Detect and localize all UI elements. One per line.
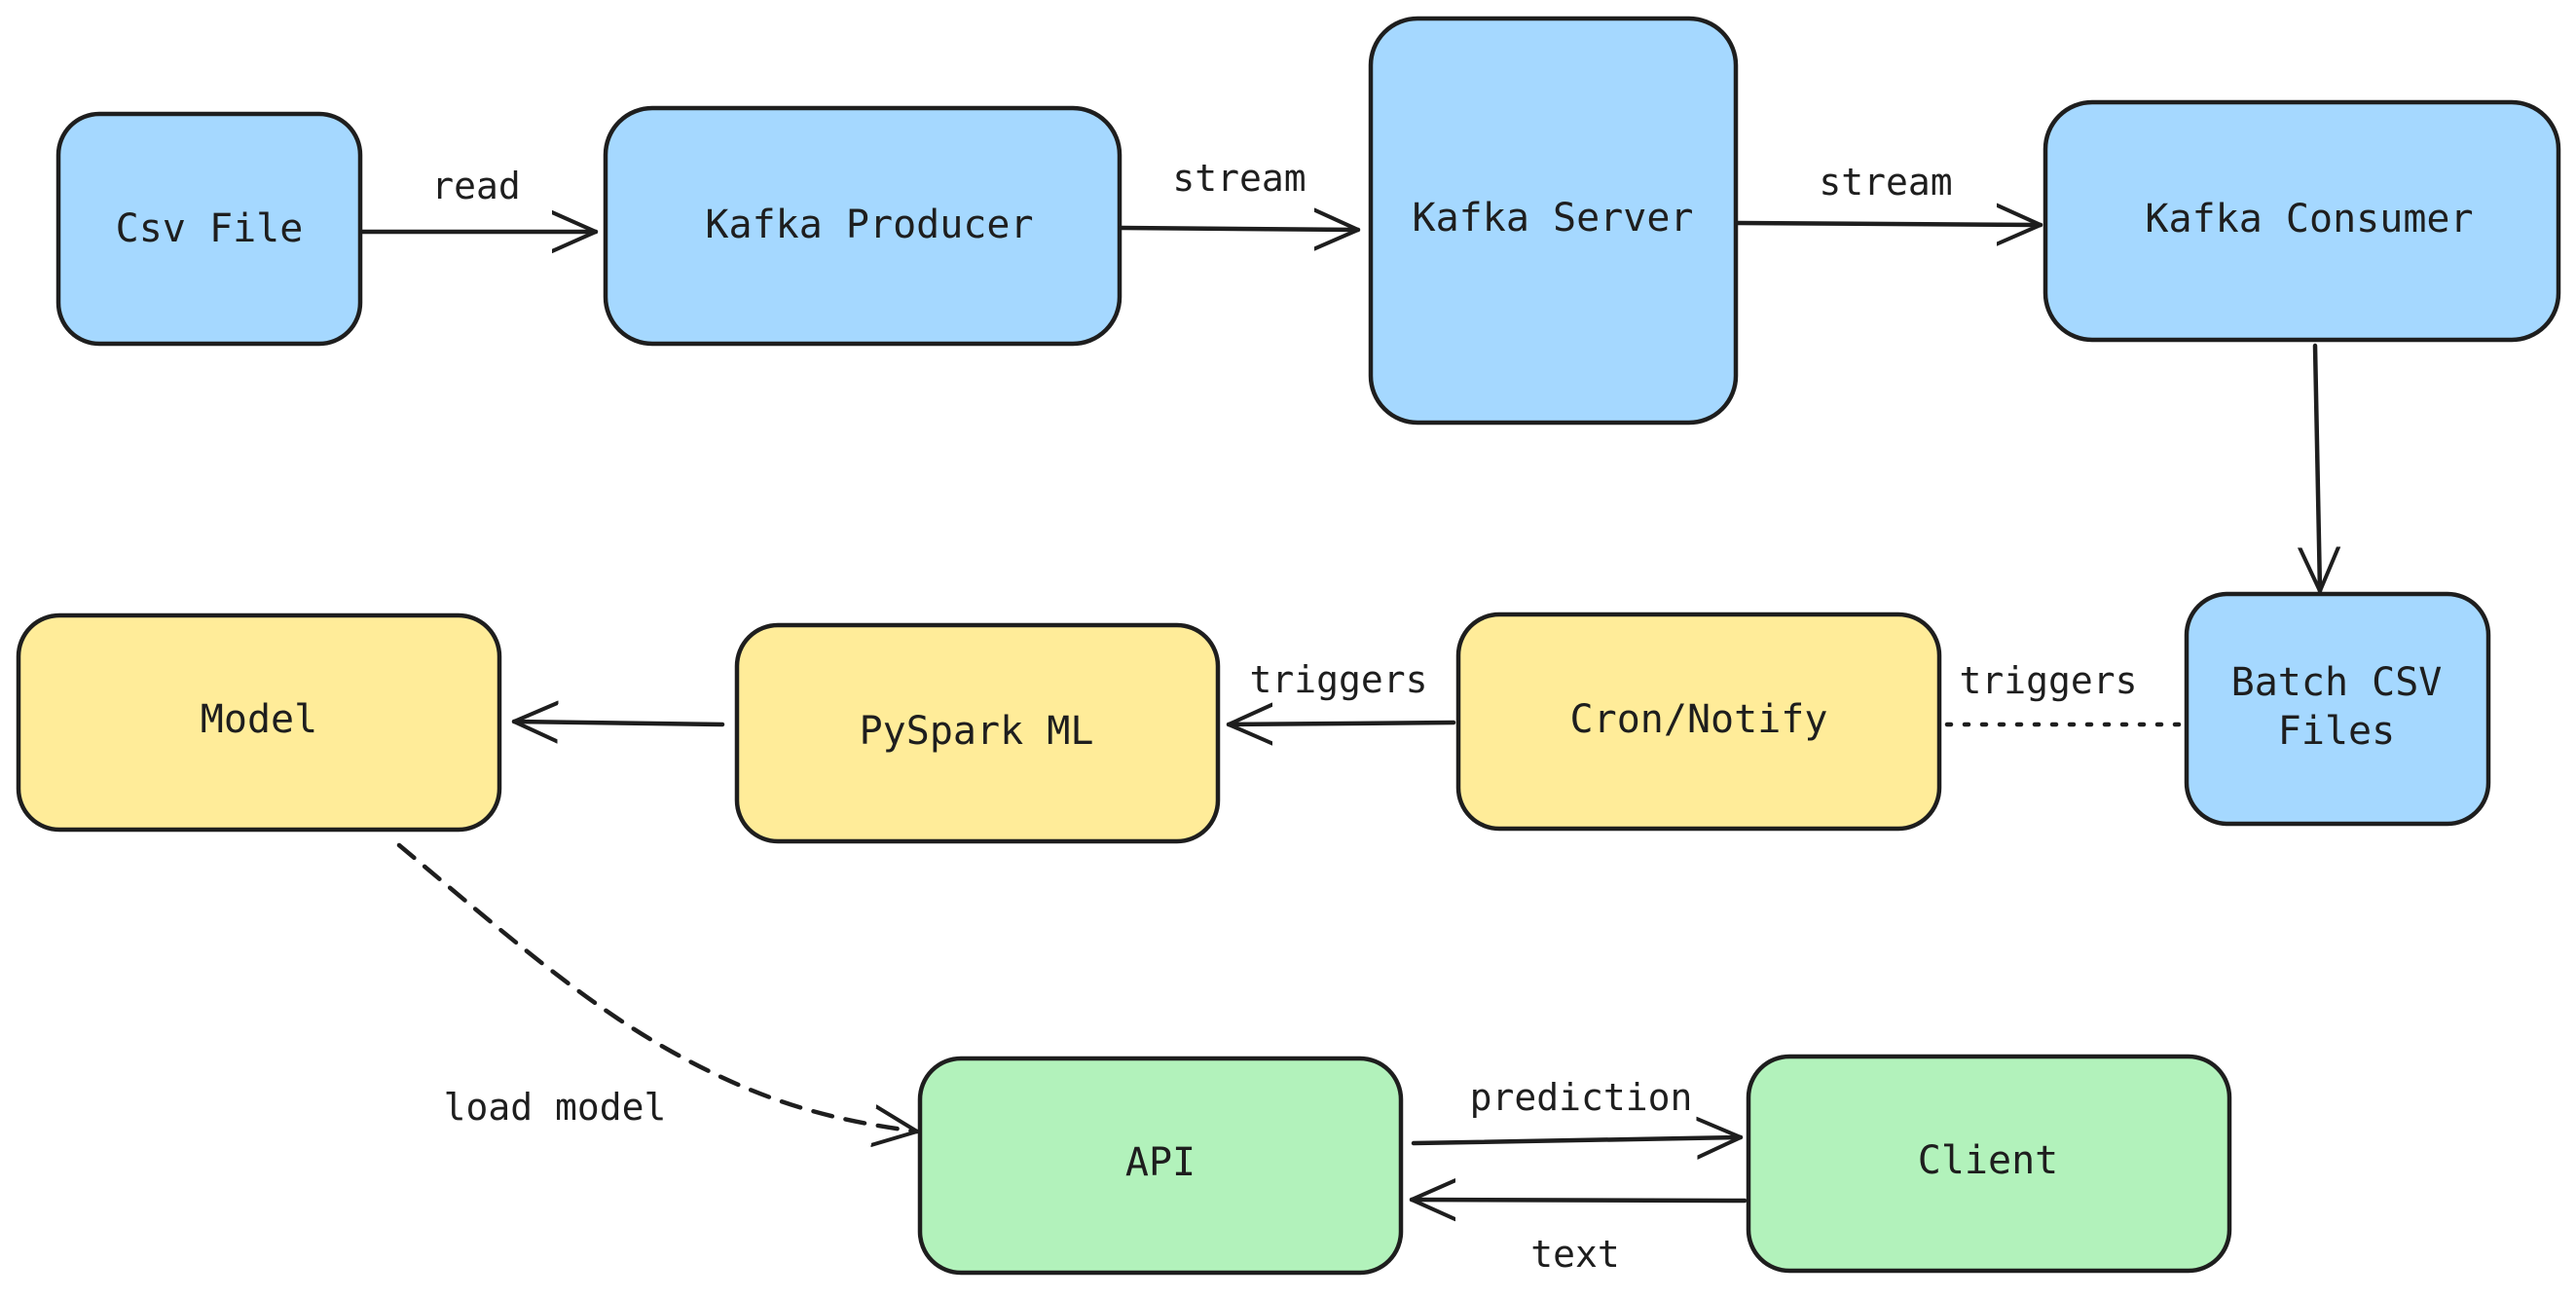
node-model-box: [16, 612, 502, 833]
edge-api-to-client: [1411, 1137, 1744, 1143]
edge-label-load-model: load model: [444, 1086, 667, 1129]
edge-producer-to-server: [1119, 228, 1361, 230]
node-pyspark-ml[interactable]: PySpark ML: [734, 622, 1221, 844]
node-cron-notify-box: [1455, 612, 1942, 832]
edge-label-triggers-2: triggers: [1249, 658, 1427, 701]
edge-label-triggers-1: triggers: [1959, 659, 2137, 702]
edges: [359, 223, 2320, 1201]
node-model-label: Model: [201, 697, 317, 742]
node-csv-file-box: [55, 111, 363, 347]
node-batch-csv-files-label-line2: Files: [2278, 709, 2395, 754]
node-csv-file-label: Csv File: [116, 206, 304, 251]
node-batch-csv-files-box: [2184, 591, 2491, 827]
node-kafka-producer[interactable]: Kafka Producer: [603, 105, 1122, 347]
node-api-box: [917, 1056, 1404, 1276]
node-client-box: [1746, 1054, 2232, 1274]
node-api[interactable]: API: [917, 1056, 1404, 1276]
edge-consumer-to-batch: [2315, 343, 2320, 594]
edge-label-read: read: [431, 165, 521, 207]
nodes: Csv File Kafka Producer Kafka Server Kaf…: [16, 16, 2561, 1276]
node-kafka-server-box: [1368, 16, 1739, 426]
edge-cron-to-pyspark: [1226, 723, 1456, 724]
node-csv-file[interactable]: Csv File: [55, 111, 363, 347]
edge-label-stream-2: stream: [1819, 161, 1952, 204]
node-model[interactable]: Model: [16, 612, 502, 833]
edge-client-to-api: [1409, 1200, 1748, 1201]
node-kafka-consumer[interactable]: Kafka Consumer: [2042, 99, 2561, 343]
node-kafka-server-label: Kafka Server: [1413, 196, 1694, 241]
node-batch-csv-files[interactable]: Batch CSV Files: [2184, 591, 2491, 827]
edge-label-text: text: [1530, 1233, 1620, 1276]
node-api-label: API: [1125, 1140, 1196, 1185]
edge-label-stream-1: stream: [1172, 157, 1306, 200]
edge-pyspark-to-model: [511, 722, 725, 724]
node-kafka-producer-label: Kafka Producer: [705, 203, 1033, 247]
node-client[interactable]: Client: [1746, 1054, 2232, 1274]
edge-labels: read stream stream triggers triggers loa…: [431, 157, 2137, 1276]
node-client-label: Client: [1918, 1138, 2059, 1183]
node-pyspark-ml-label: PySpark ML: [860, 709, 1094, 754]
node-cron-notify[interactable]: Cron/Notify: [1455, 612, 1942, 832]
node-batch-csv-files-label-line1: Batch CSV: [2231, 660, 2443, 705]
node-kafka-consumer-box: [2042, 99, 2561, 343]
edge-label-prediction: prediction: [1470, 1076, 1693, 1119]
node-kafka-consumer-label: Kafka Consumer: [2145, 197, 2473, 241]
edge-model-to-api: [396, 842, 920, 1131]
node-cron-notify-label: Cron/Notify: [1570, 697, 1828, 742]
node-kafka-producer-box: [603, 105, 1122, 347]
node-kafka-server[interactable]: Kafka Server: [1368, 16, 1739, 426]
edge-server-to-consumer: [1735, 223, 2043, 225]
node-pyspark-ml-box: [734, 622, 1221, 844]
